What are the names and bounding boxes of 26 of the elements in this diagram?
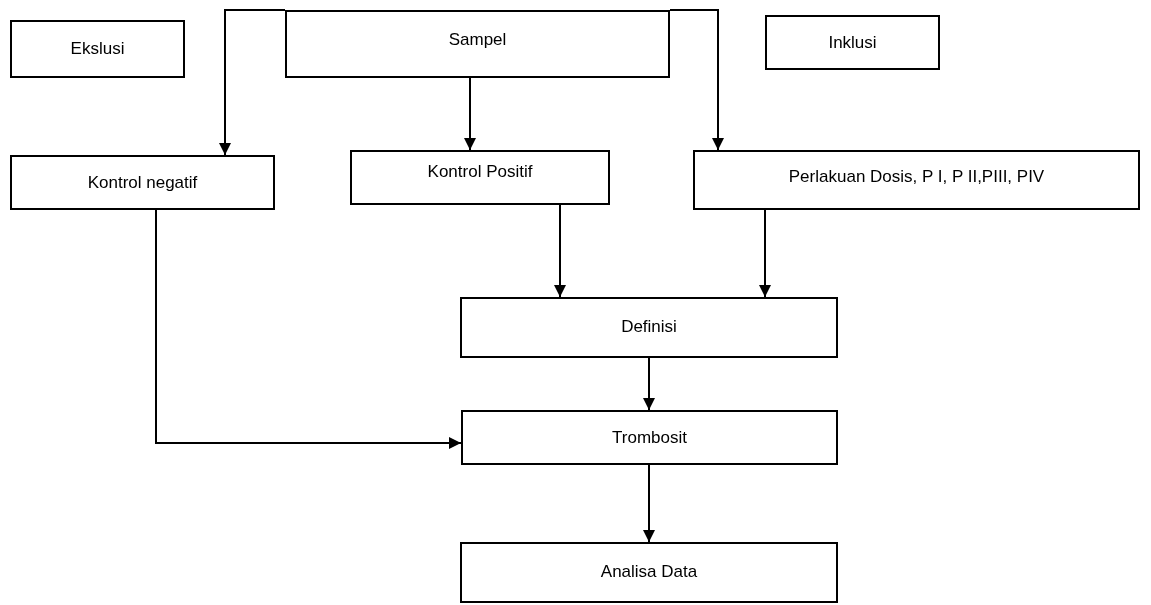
box-label: Inklusi	[828, 32, 877, 53]
arrow	[643, 357, 655, 411]
arrow	[643, 464, 655, 543]
process-box	[460, 297, 838, 358]
process-box	[693, 150, 1140, 210]
process-box	[765, 15, 940, 70]
process-box	[10, 155, 275, 210]
arrow	[554, 204, 566, 298]
process-box	[461, 410, 838, 465]
box-label: Kontrol Positif	[427, 162, 533, 182]
arrow	[759, 209, 771, 298]
box-label: Perlakuan Dosis, P I, P II,PIII, PIV	[788, 167, 1045, 187]
arrow	[669, 9, 724, 151]
box-label: Analisa Data	[600, 562, 698, 582]
box-label: Sampel	[448, 30, 507, 50]
box-label: Trombosit	[612, 427, 687, 448]
box-label: Definisi	[621, 317, 677, 337]
box-label: Ekslusi	[70, 39, 125, 59]
arrow	[464, 77, 476, 151]
arrow	[155, 209, 462, 449]
process-box	[350, 150, 610, 205]
process-box	[460, 542, 838, 603]
box-label: Kontrol negatif	[87, 172, 198, 193]
arrow	[219, 9, 286, 156]
process-box	[10, 20, 185, 78]
process-box	[285, 10, 670, 78]
